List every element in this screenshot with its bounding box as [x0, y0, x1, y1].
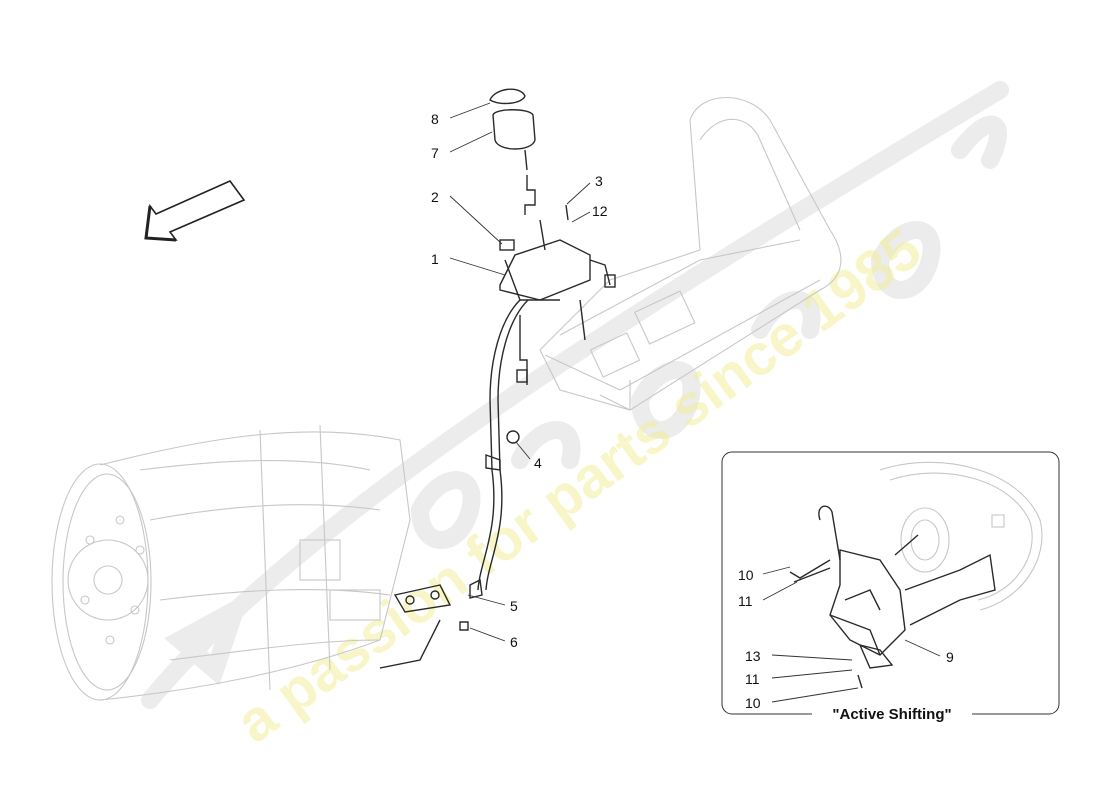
- callout-12: 12: [592, 203, 608, 219]
- callout-4: 4: [534, 455, 542, 471]
- callout-3: 3: [595, 173, 603, 189]
- shifter-assembly: [379, 88, 616, 669]
- steering-wheel-illustration: [879, 461, 1043, 611]
- callout-6: 6: [510, 634, 518, 650]
- watermark-slogan: a passion for parts since 1985: [224, 216, 932, 756]
- active-shifting-inset: "Active Shifting": [721, 451, 1060, 724]
- center-console-illustration: [539, 97, 842, 411]
- callout-2: 2: [431, 189, 439, 205]
- main-callout-leaders: [449, 102, 591, 642]
- inset-callout-11-top: 11: [738, 593, 753, 609]
- watermark-logo: [141, 81, 1009, 709]
- callout-1: 1: [431, 251, 439, 267]
- inset-callout-10-top: 10: [738, 567, 754, 583]
- inset-callout-9: 9: [946, 649, 954, 665]
- inset-callout-13: 13: [745, 648, 761, 664]
- inset-callout-11-bottom: 11: [745, 671, 760, 687]
- callout-8: 8: [431, 111, 439, 127]
- inset-title: "Active Shifting": [832, 706, 951, 723]
- transmission-illustration: [51, 424, 411, 701]
- inset-callout-leaders: [762, 566, 941, 703]
- inset-callout-10-bottom: 10: [745, 695, 761, 711]
- direction-arrow: [144, 180, 246, 242]
- paddle-shifter-assembly: [789, 505, 996, 689]
- callout-7: 7: [431, 145, 439, 161]
- callout-5: 5: [510, 598, 518, 614]
